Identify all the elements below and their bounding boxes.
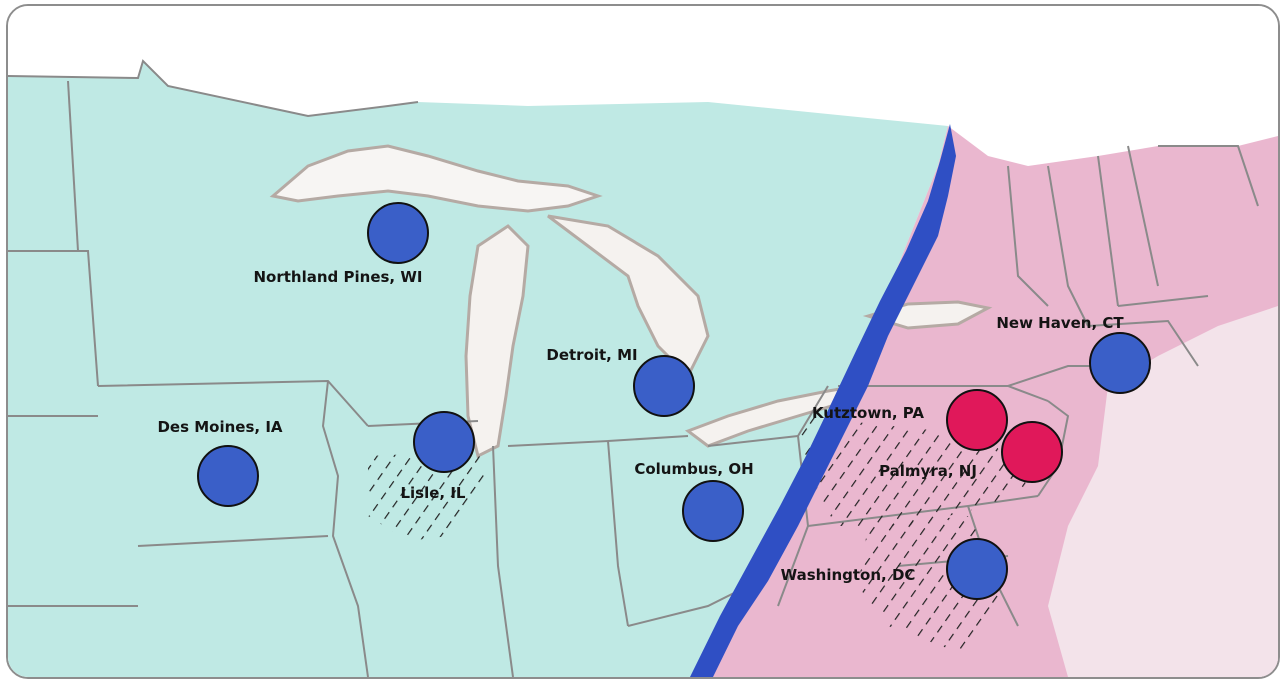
city-marker[interactable] <box>633 355 695 417</box>
city-label: Northland Pines, WI <box>254 268 423 286</box>
city-marker[interactable] <box>197 445 259 507</box>
city-marker[interactable] <box>413 411 475 473</box>
city-label: Washington, DC <box>781 566 916 584</box>
city-label: Kutztown, PA <box>812 404 924 422</box>
state-borders <box>8 59 1259 677</box>
city-palmyra[interactable]: Palmyra, NJ <box>879 421 1063 483</box>
city-marker[interactable] <box>946 389 1008 451</box>
lake-superior <box>269 144 603 213</box>
city-label: New Haven, CT <box>996 314 1124 332</box>
city-kutztown[interactable]: Kutztown, PA <box>812 389 1008 451</box>
map-frame: Northland Pines, WI Detroit, MI Des Moin… <box>6 4 1280 679</box>
city-columbus[interactable]: Columbus, OH <box>634 460 754 542</box>
city-detroit[interactable]: Detroit, MI <box>546 346 695 417</box>
city-washington[interactable]: Washington, DC <box>781 538 1008 600</box>
city-marker[interactable] <box>1001 421 1063 483</box>
city-label: Detroit, MI <box>546 346 637 364</box>
city-lisle[interactable]: Lisle, IL <box>400 411 475 502</box>
lake-michigan <box>464 224 530 459</box>
city-des-moines[interactable]: Des Moines, IA <box>157 418 283 507</box>
map-canvas: Northland Pines, WI Detroit, MI Des Moin… <box>8 6 1278 677</box>
city-marker[interactable] <box>946 538 1008 600</box>
city-label: Des Moines, IA <box>157 418 282 436</box>
city-marker[interactable] <box>367 202 429 264</box>
hatch-area-illinois <box>368 451 488 541</box>
city-northland-pines[interactable]: Northland Pines, WI <box>254 202 429 286</box>
city-markers: Northland Pines, WI Detroit, MI Des Moin… <box>157 202 1151 600</box>
city-marker[interactable] <box>682 480 744 542</box>
city-label: Lisle, IL <box>400 484 465 502</box>
city-new-haven[interactable]: New Haven, CT <box>996 314 1151 394</box>
city-label: Palmyra, NJ <box>879 462 977 480</box>
city-marker[interactable] <box>1089 332 1151 394</box>
city-label: Columbus, OH <box>634 460 753 478</box>
ocean-fill <box>1048 306 1278 677</box>
